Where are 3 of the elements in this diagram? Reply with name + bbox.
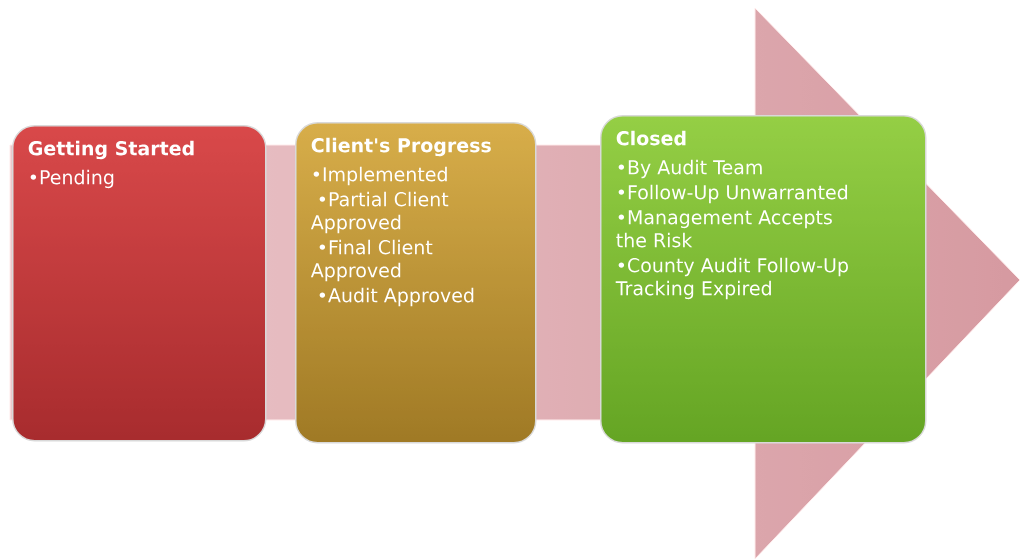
rounded-box: Client's Progress •Implemented •Partial Client Approved •Final Client Approved •Audit Approved [295, 122, 537, 444]
rounded-box: Getting Started •Pending [12, 125, 267, 442]
rounded-box: Closed •By Audit Team •Follow-Up Unwarranted •Management Accepts the Risk •County Audit Follow-Up Tracking Expired [600, 115, 927, 444]
